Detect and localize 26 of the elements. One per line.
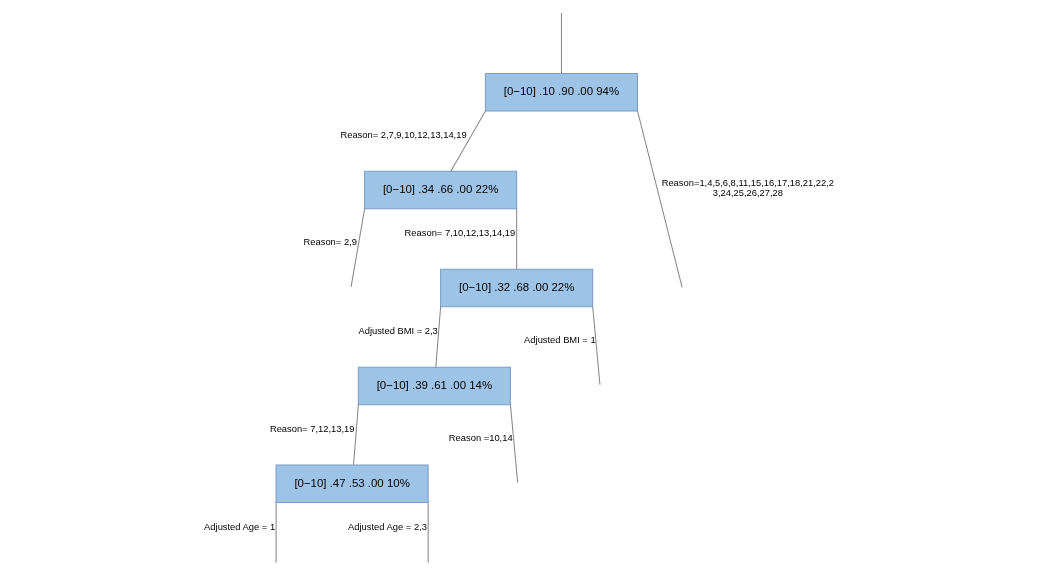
edge-label: Reason= 7,10,12,13,14,19: [404, 228, 515, 239]
connector: [434, 306, 441, 368]
node-box: [0−10] .34 .66 .00 22%: [363, 170, 517, 210]
node-box: [0−10] .47 .53 .00 10%: [275, 464, 429, 504]
edge-label: Adjusted Age = 2,3: [347, 521, 427, 532]
connector: [427, 502, 429, 564]
node-box: [0−10] .39 .61 .00 14%: [357, 366, 511, 406]
connector: [591, 306, 600, 386]
edge-label: Adjusted BMI = 2,3: [357, 326, 438, 337]
connector: [636, 110, 683, 288]
edge-label: Reason= 2,7,9,10,12,13,14,19: [339, 130, 467, 141]
node-box: [0−10] .32 .68 .00 22%: [439, 268, 593, 308]
connector: [515, 208, 517, 270]
edge-label: Reason= 2,9: [303, 236, 357, 247]
connector: [449, 110, 486, 172]
edge-label: Reason =10,14: [448, 432, 513, 443]
edge-label: Adjusted Age = 1: [203, 521, 275, 532]
edge-label: Reason= 7,12,13,19: [269, 423, 354, 434]
edge-label: Reason=1,4,5,6,8,11,15,16,17,18,21,22,2 3,24,25,26,27,28: [661, 177, 834, 199]
connector: [350, 208, 365, 288]
edge-label: Adjusted BMI = 1: [523, 334, 596, 345]
node-box: [0−10] .10 .90 .00 94%: [484, 72, 638, 112]
connector: [275, 502, 277, 564]
connector: [560, 12, 562, 74]
connector: [352, 404, 359, 466]
connector: [509, 404, 518, 484]
